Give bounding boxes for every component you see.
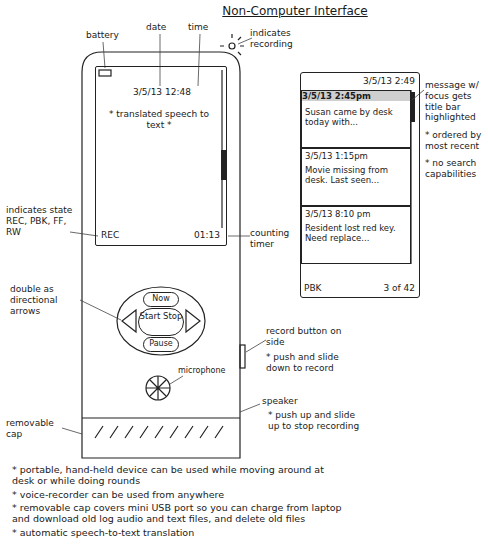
right-arrow (186, 310, 200, 332)
arrow-button: Pause (143, 337, 179, 352)
node-text: Now (144, 294, 178, 304)
feature-note: * voice-recorder can be used from anywhe… (12, 489, 342, 500)
node-text: PBK (304, 283, 334, 294)
screen-scroll-thumb (221, 150, 226, 180)
feature-note: * automatic speech-to-text translation (12, 527, 342, 538)
feature-note: * portable, hand-held device can be used… (12, 464, 342, 487)
speaker-grille (146, 376, 170, 400)
node-text: Movie missing from desk. Last seen... (305, 165, 409, 185)
recording-indicator (229, 43, 235, 49)
message-entry: 3/5/13 2:45pmSusan came by desk today wi… (301, 90, 411, 148)
node-text: Pause (144, 339, 178, 349)
annotation-label: time (188, 22, 218, 33)
annotation-label: * push up and slide up to stop recording (268, 410, 364, 432)
diagram-title: Non-Computer Interface (200, 4, 390, 18)
annotation-label: * no search capabilities (425, 158, 487, 180)
node-text: Start Stop (139, 311, 183, 321)
node-text: 3/5/13 2:49 (345, 76, 415, 87)
message-list-screen: 3/5/13 2:49PBK 3 of 42 3/5/13 2:45pmSusan … (300, 72, 420, 298)
annotation-label: message w/ focus gets title bar highligh… (425, 80, 487, 123)
leader-line (198, 34, 200, 86)
annotation-label: * push and slide down to record (266, 352, 358, 374)
device-outline (82, 52, 240, 458)
leader-line (412, 90, 424, 100)
node-text: 3/5/13 8:10 pm (305, 209, 409, 219)
node-text: * translated speech to text * (104, 109, 214, 131)
leader-line (228, 236, 250, 237)
side-record-button (240, 345, 245, 368)
annotation-label: date (146, 22, 176, 33)
node-text: 3/5/13 1:15pm (305, 151, 409, 161)
leader-line (70, 232, 98, 236)
center-button: Start Stop (138, 308, 184, 336)
annotation-label: battery (86, 30, 130, 41)
annotation-label: counting timer (250, 228, 298, 250)
leader-line (62, 428, 82, 434)
message-entry: 3/5/13 8:10 pm Resident lost red key. Nee… (301, 206, 411, 264)
node-text: REC (101, 230, 131, 241)
screen-scroll-track (221, 70, 222, 228)
arrow-button: Now (143, 292, 179, 307)
annotation-label: microphone (178, 366, 238, 376)
battery-icon (99, 70, 111, 76)
button-pad (117, 287, 205, 355)
node-text: 3 of 42 (357, 283, 415, 294)
feature-note: * removable cap covers mini USB port so … (12, 502, 342, 525)
leader-line (246, 340, 266, 352)
annotation-label: removable cap (6, 418, 66, 440)
leader-line (240, 404, 260, 412)
annotation-label: speaker (262, 396, 312, 407)
node-text: Susan came by desk today with... (305, 107, 409, 127)
speaker-spokes (146, 376, 170, 400)
cap-hatch (95, 426, 223, 438)
annotation-label: indicates recording (250, 28, 312, 50)
leader-line (80, 300, 121, 320)
leader-line (170, 376, 183, 384)
cap-line (82, 417, 240, 418)
node-text: 3/5/13 12:48 (126, 87, 198, 98)
leader-line (103, 42, 105, 68)
screen-display: 3/5/13 12:48 * translated speech to text … (95, 66, 227, 246)
message-entry: 3/5/13 1:15pmMovie missing from desk. La… (301, 148, 411, 206)
annotation-label: indicates state REC, PBK, FF, RW (6, 205, 84, 237)
node-text: Resident lost red key. Need replace... (305, 223, 409, 243)
indicator-rays (220, 34, 244, 55)
annotation-label: record button on side (266, 326, 358, 348)
node-text: 3/5/13 2:45pm (302, 91, 410, 101)
annotation-label: double as directional arrows (10, 284, 86, 316)
left-arrow (122, 310, 136, 332)
leader-line (160, 34, 161, 86)
leader-line (238, 38, 252, 44)
node-text: 01:13 (184, 230, 220, 241)
annotation-label: * ordered by most recent (425, 130, 487, 152)
